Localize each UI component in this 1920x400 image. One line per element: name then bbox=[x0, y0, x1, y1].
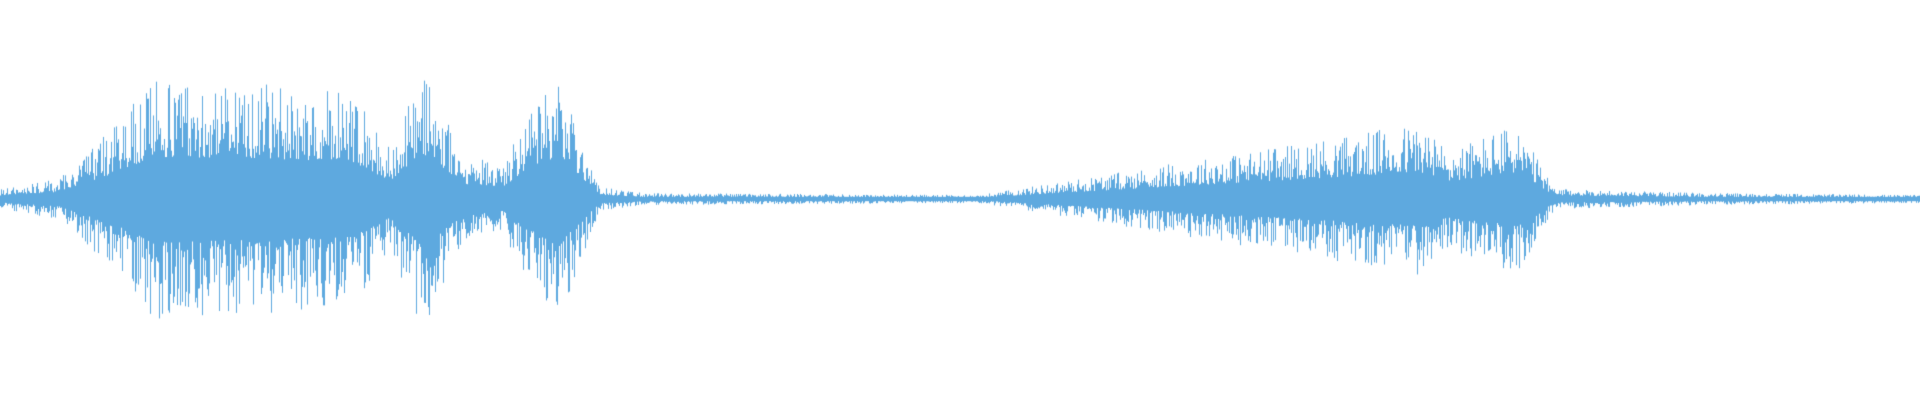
audio-waveform[interactable] bbox=[0, 0, 1920, 400]
